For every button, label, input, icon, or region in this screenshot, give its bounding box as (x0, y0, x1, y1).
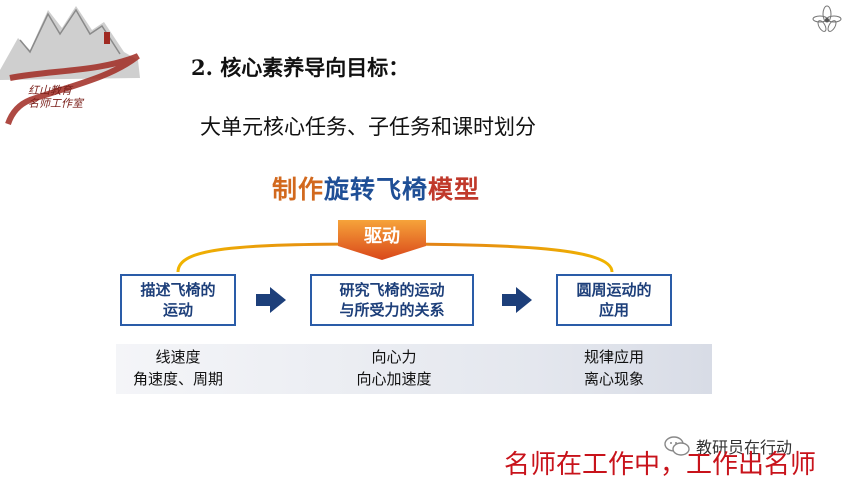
studio-logo: 红山教育 名师工作室 (0, 0, 142, 134)
step-box-describe: 描述飞椅的 运动 (120, 274, 236, 326)
diagram-title: 制作旋转飞椅模型 (116, 170, 636, 206)
wechat-account-name: 教研员在行动 (696, 438, 793, 457)
step-1-line-1: 描述飞椅的 (140, 281, 216, 299)
concept-column-2: 向心力 向心加速度 (312, 346, 476, 390)
concept-column-3: 规律应用 离心现象 (556, 346, 672, 390)
concept-band (116, 344, 712, 394)
drive-banner-icon (338, 220, 426, 260)
slogan: 名师在工作中，工作出名师 (504, 450, 817, 480)
drive-label: 驱动 (364, 226, 400, 247)
mountain-logo-icon (0, 6, 140, 126)
diagram-title-part-1: 制作 (271, 175, 324, 204)
wechat-icon (664, 436, 690, 456)
step-box-research: 研究飞椅的运动 与所受力的关系 (310, 274, 474, 326)
step-2-line-2: 与所受力的关系 (339, 301, 445, 319)
concept-2-line-2: 向心加速度 (356, 370, 432, 388)
step-2-line-1: 研究飞椅的运动 (339, 281, 445, 299)
concept-1-line-1: 线速度 (155, 348, 201, 366)
diagram-title-part-3: 模型 (428, 175, 481, 204)
concept-2-line-1: 向心力 (371, 348, 417, 366)
step-1-line-2: 运动 (162, 301, 193, 319)
logo-line-2: 名师工作室 (28, 97, 83, 110)
arrow-right-icon (256, 287, 286, 313)
diagram-title-part-2: 旋转飞椅 (323, 175, 428, 204)
section-heading: 2. 核心素养导向目标： (191, 55, 410, 80)
step-3-line-1: 圆周运动的 (576, 281, 652, 299)
flower-decoration-icon (812, 5, 842, 32)
concept-3-line-2: 离心现象 (583, 370, 644, 388)
concept-1-line-2: 角速度、周期 (132, 370, 223, 388)
concept-3-line-1: 规律应用 (583, 348, 644, 366)
logo-line-1: 红山教育 (28, 84, 72, 97)
concept-column-1: 线速度 角速度、周期 (116, 346, 240, 390)
logo-calligraphy: 红山教育 名师工作室 (28, 84, 83, 110)
step-3-line-2: 应用 (598, 301, 629, 319)
task-diagram: 制作旋转飞椅模型 驱动 描述飞椅的 运动 研 (116, 160, 716, 396)
wechat-watermark: 教研员在行动 (664, 434, 792, 458)
arrow-right-icon (502, 287, 532, 313)
section-subheading: 大单元核心任务、子任务和课时划分 (200, 115, 536, 139)
step-box-apply: 圆周运动的 应用 (556, 274, 672, 326)
